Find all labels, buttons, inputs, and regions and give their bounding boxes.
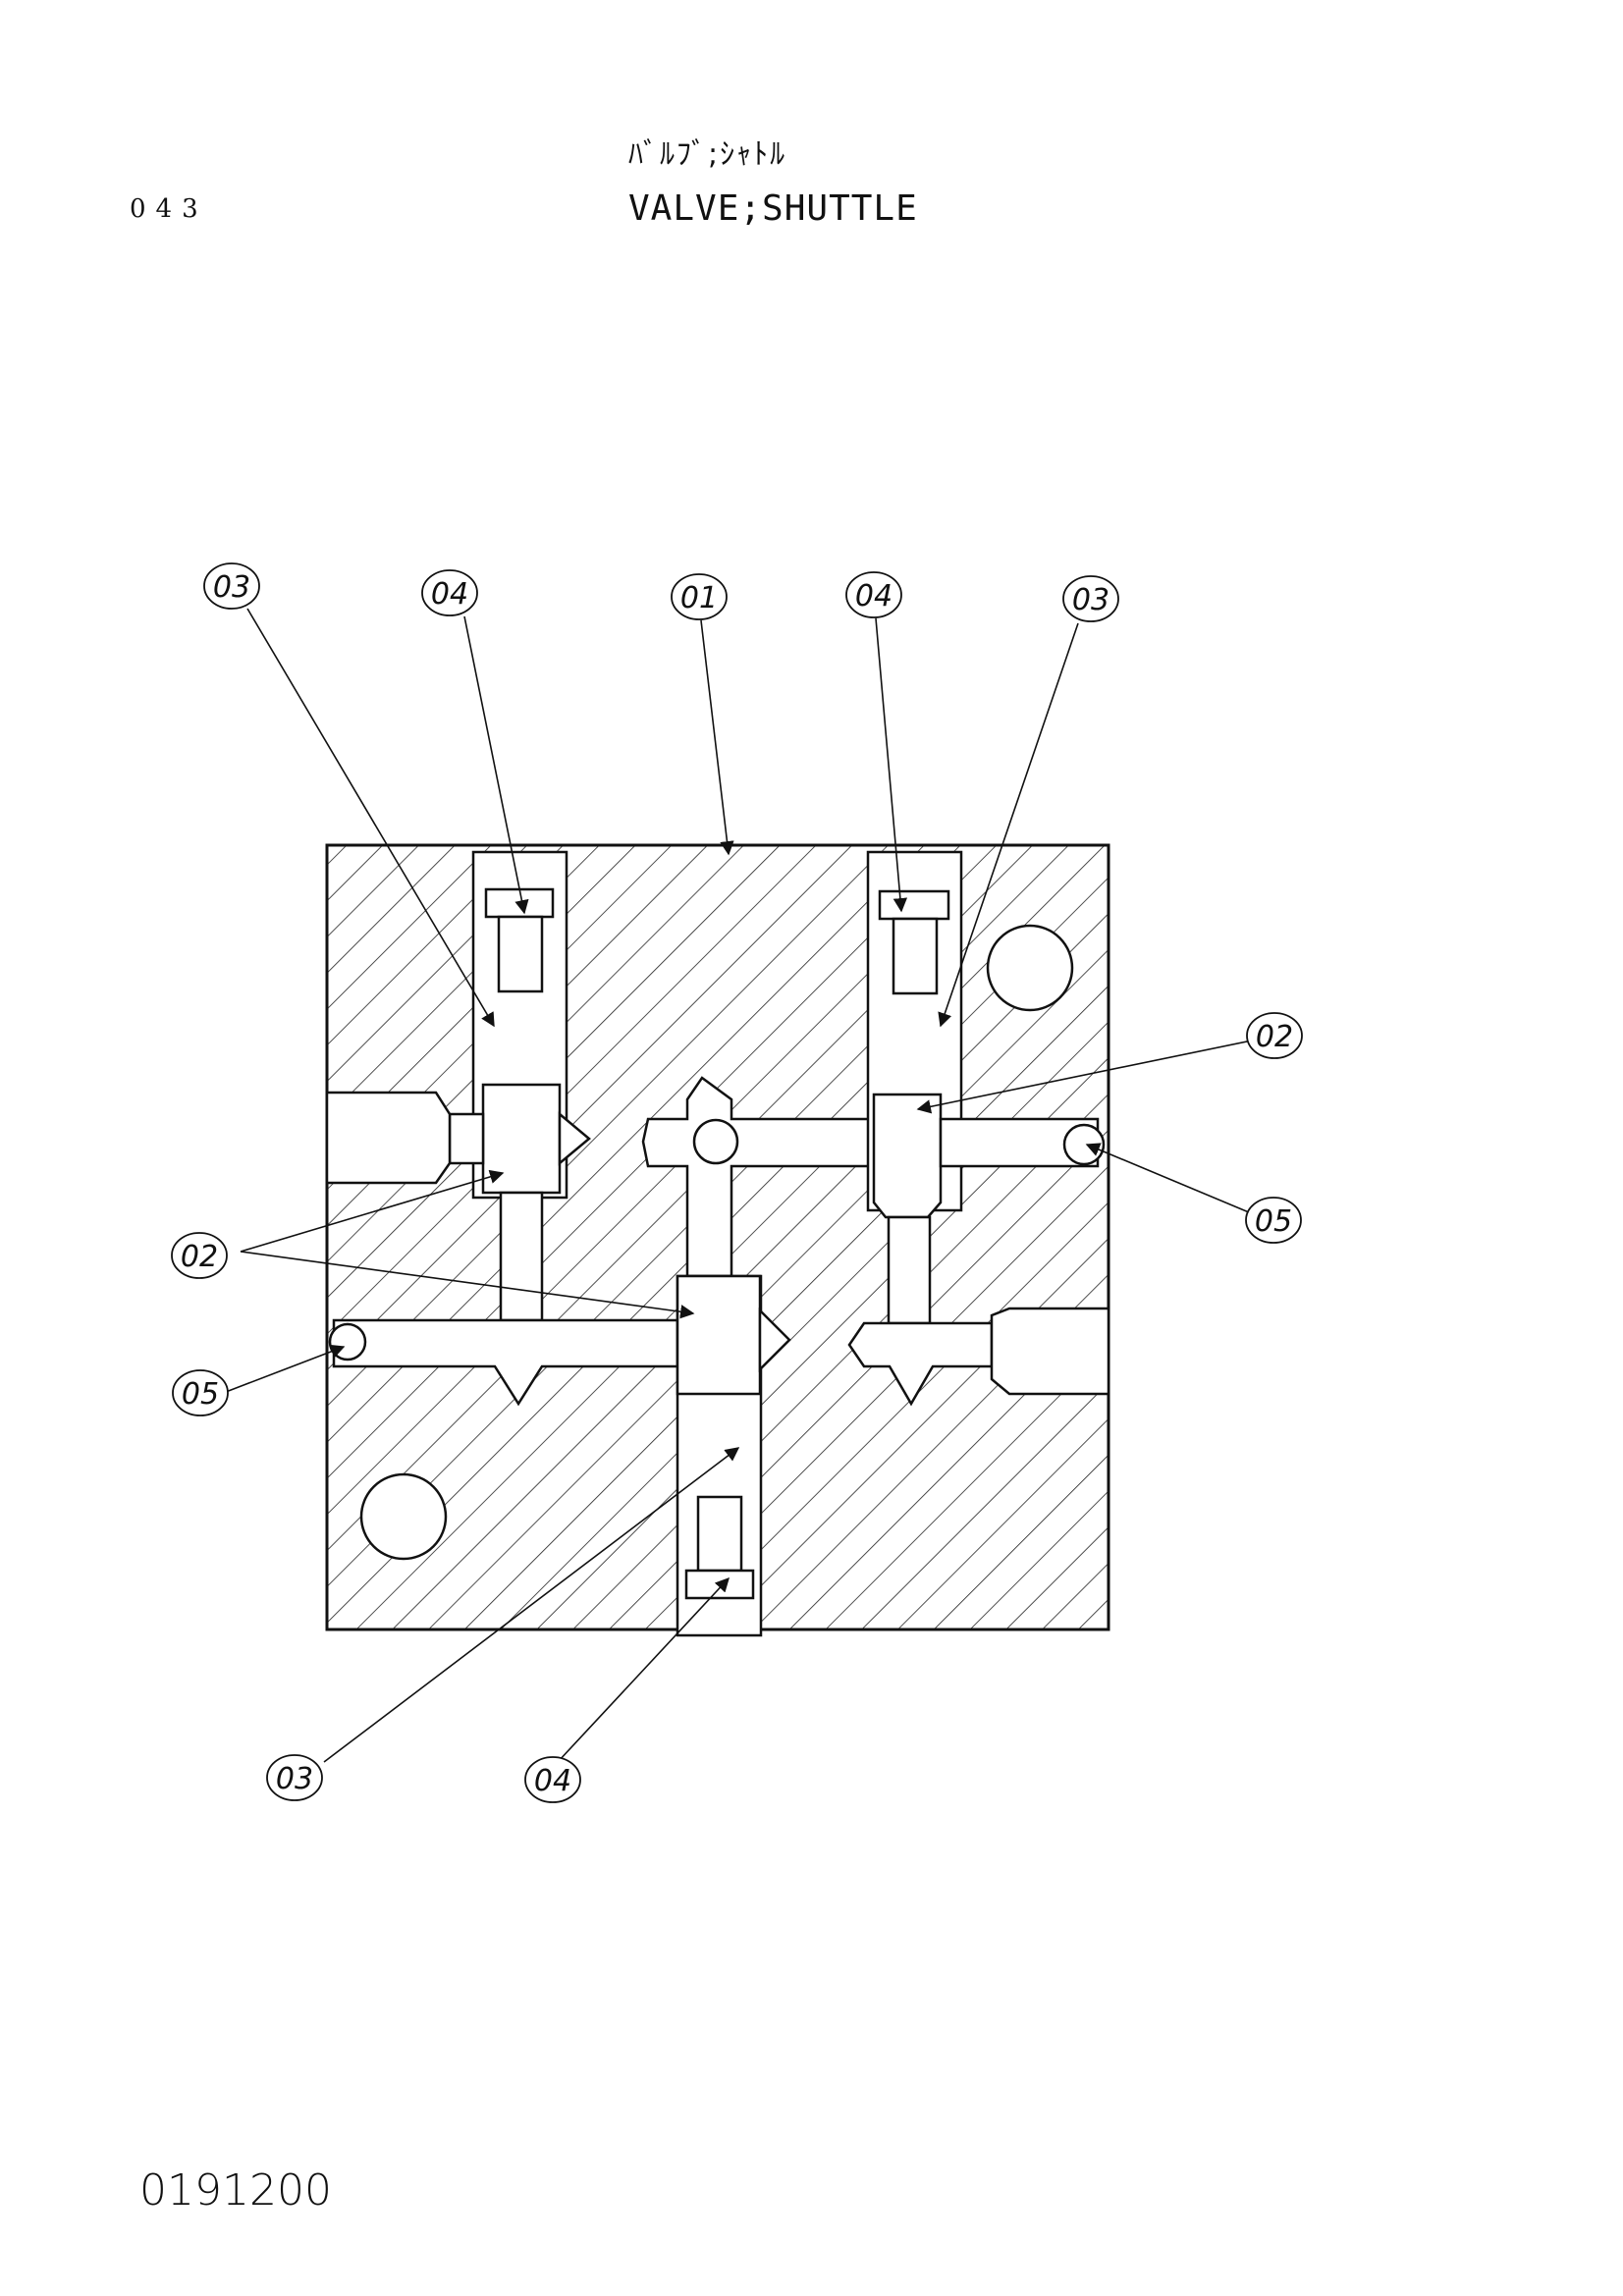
svg-text:03: 03	[213, 570, 250, 605]
right-lower-channel	[887, 1215, 932, 1325]
callout-04-top-left: 04	[421, 569, 478, 616]
center-plug	[684, 1569, 755, 1600]
page-number: 043	[130, 194, 208, 224]
svg-text:04: 04	[855, 579, 893, 614]
left-plug-stem	[497, 915, 544, 993]
right-spool	[872, 1093, 943, 1219]
svg-text:01: 01	[680, 581, 718, 615]
center-spool-tip	[758, 1307, 791, 1373]
svg-text:03: 03	[276, 1762, 313, 1796]
svg-text:05: 05	[1255, 1204, 1292, 1239]
callouts: 03 04 01 04 03 02 05 02	[171, 562, 1303, 1803]
svg-text:04: 04	[431, 577, 468, 612]
title-japanese: ﾊﾞﾙﾌﾞ;ｼｬﾄﾙ	[628, 137, 787, 172]
svg-text:05: 05	[182, 1377, 219, 1412]
callout-03-top-left: 03	[203, 562, 260, 610]
center-plug-stem	[696, 1495, 743, 1573]
leader-lines	[225, 608, 1253, 1763]
port-circle-lower-left	[328, 1322, 367, 1362]
left-side-port	[448, 1112, 485, 1165]
callout-04-top-right: 04	[845, 571, 902, 618]
callout-05-right: 05	[1245, 1197, 1302, 1244]
drawing-code: 0191200	[139, 2165, 332, 2216]
title-english: VALVE;SHUTTLE	[628, 188, 918, 229]
port-circle-right	[1062, 1123, 1106, 1166]
svg-text:02: 02	[181, 1240, 218, 1274]
mounting-hole-lower-left	[359, 1472, 448, 1561]
right-fitting	[990, 1307, 1110, 1396]
callout-03-top-right: 03	[1062, 575, 1119, 622]
center-port-circle	[692, 1118, 739, 1165]
left-fitting	[325, 1091, 452, 1185]
svg-text:03: 03	[1072, 583, 1109, 617]
callout-05-left: 05	[172, 1369, 229, 1416]
callout-01-top: 01	[671, 573, 728, 620]
left-lower-channel	[499, 1191, 544, 1322]
right-plug	[878, 889, 950, 921]
left-spool-tip	[558, 1111, 591, 1166]
left-plug	[484, 887, 555, 919]
callout-02-left: 02	[171, 1232, 228, 1279]
callout-02-right: 02	[1246, 1012, 1303, 1059]
svg-text:04: 04	[534, 1764, 571, 1798]
center-spool	[676, 1274, 762, 1396]
mounting-hole-upper-right	[986, 924, 1074, 1012]
right-plug-stem	[892, 917, 939, 995]
left-spool	[481, 1083, 562, 1195]
callout-03-bottom: 03	[266, 1754, 323, 1801]
svg-text:02: 02	[1256, 1020, 1293, 1054]
callout-04-bottom: 04	[524, 1756, 581, 1803]
